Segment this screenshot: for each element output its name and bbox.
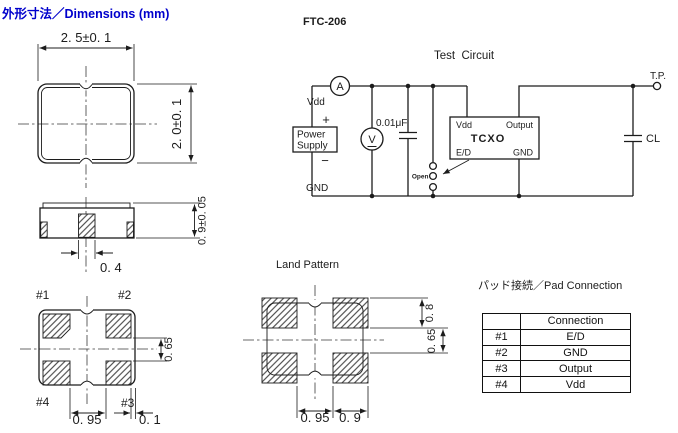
pad-number: #2	[482, 344, 521, 362]
land-pad-4	[261, 352, 298, 384]
test-circuit: A V Power Supply + − Vdd GND 0.01μF Open…	[292, 71, 666, 199]
pad-label-2: #2	[118, 288, 132, 302]
tcxo-pin-ed: E/D	[456, 148, 472, 158]
dim-package-height: 2. 0±0. 1	[169, 99, 184, 150]
switch-contact-open	[428, 171, 438, 181]
tcxo-pin-vdd: Vdd	[456, 120, 472, 130]
power-supply-line2: Supply	[297, 141, 328, 152]
gnd-label: GND	[306, 183, 328, 194]
dim-edge-clearance: 0. 1	[139, 412, 161, 427]
package-body	[39, 207, 135, 239]
test-point-label: T.P.	[650, 71, 666, 82]
bottom-pad-4	[42, 360, 71, 386]
minus-sign: −	[321, 153, 329, 168]
vdd-label: Vdd	[307, 97, 325, 108]
dim-land-pad-width: 0. 9	[339, 410, 361, 425]
pad-label-4: #4	[36, 395, 50, 409]
pad-number: #3	[482, 360, 521, 378]
side-pad-left	[40, 221, 48, 238]
tcxo-pin-gnd: GND	[513, 148, 534, 158]
dim-package-width: 2. 5±0. 1	[61, 30, 112, 45]
bottom-notch	[79, 157, 93, 163]
ammeter	[329, 75, 351, 97]
dim-land-gap-vertical: 0. 65	[426, 329, 438, 353]
table-row: #4 Vdd	[482, 376, 631, 393]
tcxo-pin-output: Output	[506, 120, 534, 130]
tcxo-box	[449, 116, 540, 160]
dim-pad-gap-vertical: 0. 65	[163, 337, 175, 361]
table-header-connection: Connection	[520, 313, 631, 330]
pad-connection-title: パッド接続／Pad Connection	[478, 280, 623, 292]
pad-label-3: #3	[121, 396, 135, 410]
plus-sign: +	[322, 112, 330, 127]
dim-land-gap-horizontal: 0. 95	[301, 410, 330, 425]
test-point-terminal	[652, 81, 662, 91]
pad-function: Vdd	[520, 376, 631, 393]
table-header-row: Connection	[482, 313, 631, 330]
package-side-view: 0. 9±0. 05 0. 4	[39, 196, 209, 275]
page-title: 外形寸法／Dimensions (mm)	[2, 7, 170, 21]
test-circuit-title: Test Circuit	[434, 50, 495, 62]
bottom-pad-3	[105, 360, 132, 386]
package-top-view: 2. 5±0. 1 2. 0±0. 1	[18, 30, 197, 188]
side-pad-right	[126, 221, 134, 238]
package-lid	[42, 202, 131, 209]
load-cap-label: CL	[646, 133, 660, 145]
model-label: FTC-206	[303, 16, 347, 28]
bottom-pad-1	[42, 313, 71, 339]
pad-number: #4	[482, 376, 521, 393]
ed-select-arrow	[442, 159, 470, 175]
land-pad-3	[332, 352, 369, 384]
table-row: #2 GND	[482, 344, 631, 362]
side-pad-center	[78, 213, 96, 238]
pad-function: Output	[520, 360, 631, 378]
power-supply-line1: Power	[297, 130, 326, 141]
table-header-pad	[482, 313, 521, 330]
land-pattern: 0. 8 0. 65 0. 95 0. 9	[243, 285, 448, 425]
dim-package-thickness: 0. 9±0. 05	[197, 196, 209, 245]
pad-label-1: #1	[36, 288, 50, 302]
pad-connection-table: Connection #1 E/D #2 GND #3 Output #4 Vd…	[482, 313, 631, 393]
bypass-cap-label: 0.01μF	[376, 118, 407, 129]
top-notch	[79, 84, 93, 90]
ammeter-label: A	[336, 81, 344, 93]
tcxo-name: TCXO	[471, 133, 506, 145]
pad-number: #1	[482, 328, 521, 346]
pad-function: E/D	[520, 328, 631, 346]
pad-function: GND	[520, 344, 631, 362]
dim-center-pad-width: 0. 4	[100, 260, 122, 275]
open-label: Open	[412, 174, 429, 181]
dim-land-pad-height: 0. 8	[424, 304, 436, 322]
land-pattern-title: Land Pattern	[276, 259, 339, 271]
power-supply-box	[292, 126, 338, 153]
voltmeter-label: V	[368, 134, 376, 146]
voltmeter	[360, 127, 384, 151]
switch-contact-top	[428, 161, 438, 171]
switch-contact-bottom	[428, 182, 438, 192]
table-row: #3 Output	[482, 360, 631, 378]
package-bottom-view: #1 #2 #4 #3 0. 65 0. 95 0. 1	[20, 288, 175, 427]
dim-pad-gap-horizontal: 0. 95	[73, 412, 102, 427]
wire-output	[518, 85, 653, 117]
bottom-pad-2	[105, 313, 132, 339]
table-row: #1 E/D	[482, 328, 631, 346]
